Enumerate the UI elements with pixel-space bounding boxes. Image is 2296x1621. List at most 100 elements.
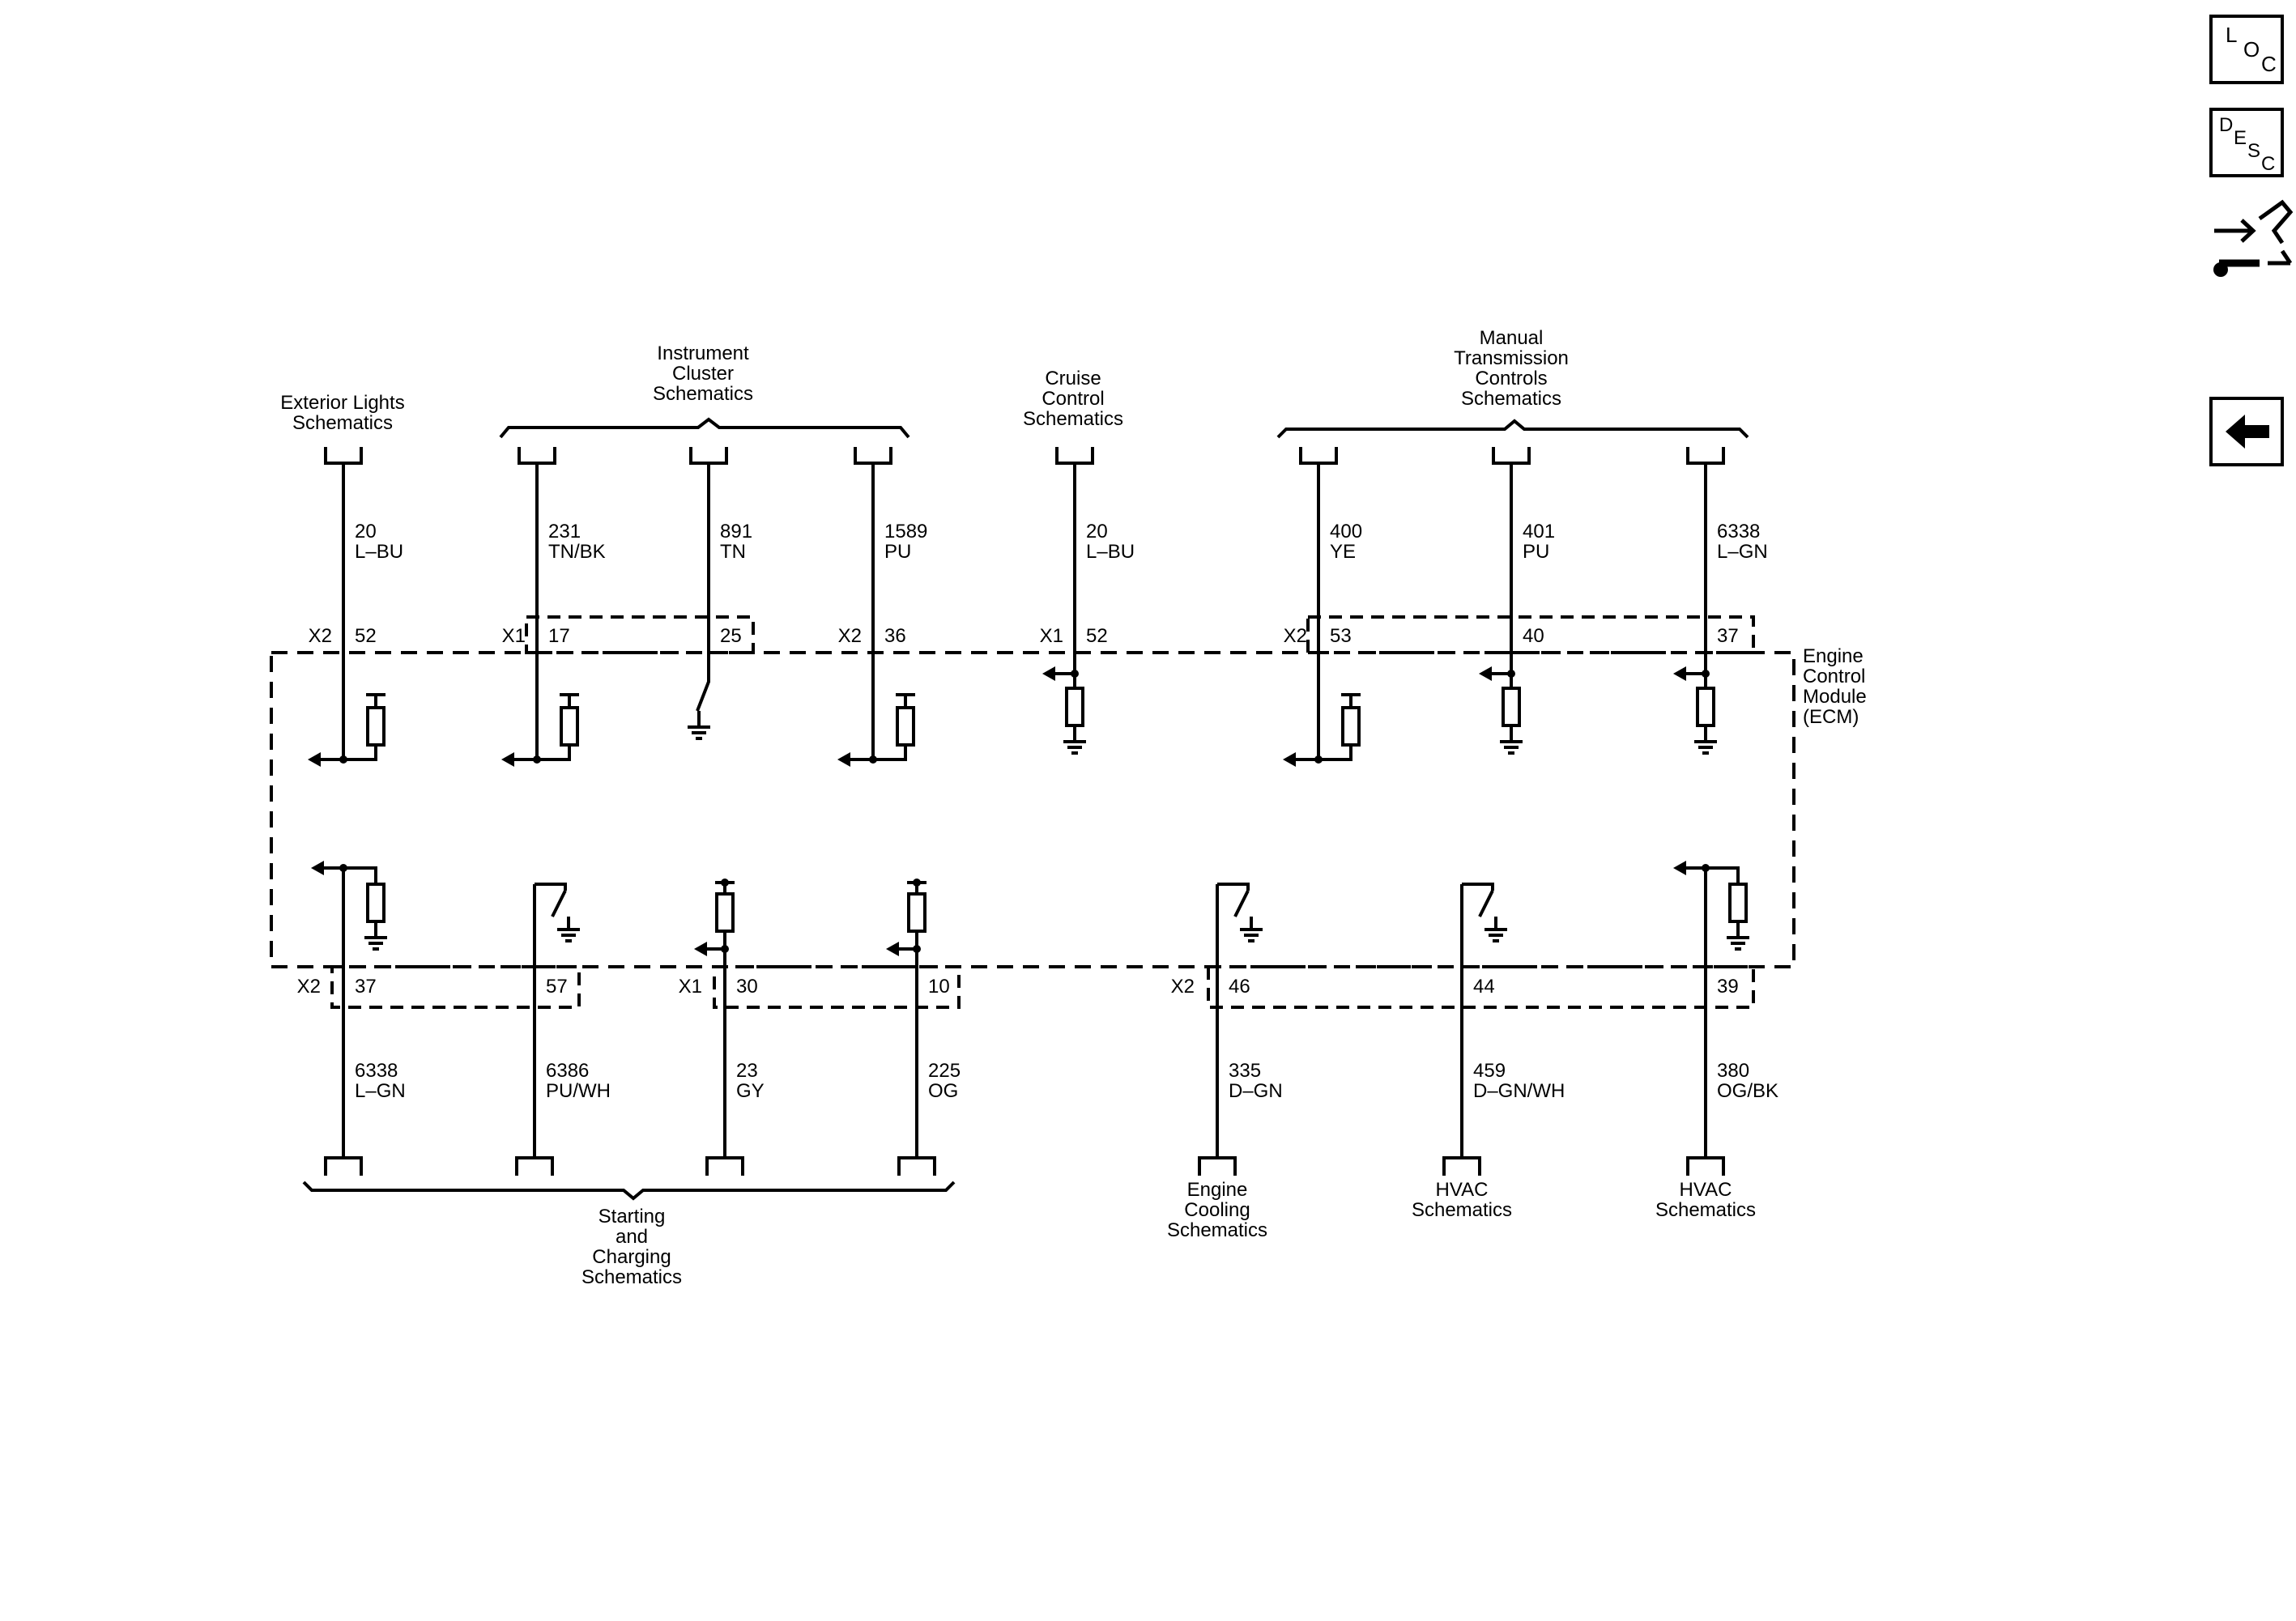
group-title: Control xyxy=(1042,388,1104,410)
circuit-number: 6338 xyxy=(1717,521,1760,542)
group-title: Cluster xyxy=(672,363,734,385)
resistor-icon xyxy=(907,892,926,933)
circuit-number: 231 xyxy=(548,521,581,542)
connector-id: X2 xyxy=(309,625,332,647)
wire-color: OG xyxy=(928,1080,958,1102)
pin-number: 17 xyxy=(548,625,570,647)
circuit-number: 23 xyxy=(736,1060,758,1082)
resistor-icon xyxy=(1065,687,1084,727)
connector-id: X1 xyxy=(679,976,702,998)
pin-number: 30 xyxy=(736,976,758,998)
ground-icon xyxy=(1240,928,1263,942)
group-title: Cooling xyxy=(1184,1199,1250,1221)
group-title: Schematics xyxy=(1655,1199,1756,1221)
circuit-number: 400 xyxy=(1330,521,1362,542)
wire-color: D–GN xyxy=(1229,1080,1283,1102)
wire-color: L–BU xyxy=(355,541,403,563)
connector-id: X2 xyxy=(1171,976,1195,998)
signal-arrow-icon xyxy=(308,752,321,767)
pin-number: 36 xyxy=(884,625,906,647)
signal-arrow-icon xyxy=(1673,861,1686,875)
wire-color: PU/WH xyxy=(546,1080,611,1102)
pin-number: 37 xyxy=(355,976,377,998)
circuit-number: 6386 xyxy=(546,1060,589,1082)
signal-arrow-icon xyxy=(886,942,899,956)
wire xyxy=(505,463,539,761)
junction-dot xyxy=(1507,670,1515,678)
group-title: and xyxy=(616,1226,648,1248)
pin-number: 46 xyxy=(1229,976,1250,998)
ground-icon xyxy=(557,928,580,942)
harness-connector-icon xyxy=(1198,1156,1237,1176)
loc-button[interactable]: L O C xyxy=(2209,15,2284,84)
circuit-number: 401 xyxy=(1523,521,1555,542)
pin-number: 53 xyxy=(1330,625,1352,647)
harness-connector-icon xyxy=(897,1156,936,1176)
group-title: Exterior Lights xyxy=(280,392,404,414)
connector-outline-x2-top xyxy=(1306,615,1755,654)
resistor-icon xyxy=(715,892,735,933)
wire-color: D–GN/WH xyxy=(1473,1080,1565,1102)
connector-outline-x2-bottom-left xyxy=(330,965,581,1009)
signal-arrow-icon xyxy=(1283,752,1296,767)
back-button[interactable] xyxy=(2209,397,2284,466)
junction-dot xyxy=(1071,670,1079,678)
wire-color: TN/BK xyxy=(548,541,606,563)
group-title: Schematics xyxy=(1461,388,1561,410)
wire xyxy=(1676,866,1707,1158)
switch-icon xyxy=(1217,883,1250,917)
pin-number: 25 xyxy=(720,625,742,647)
brace-instrument-cluster xyxy=(499,417,910,439)
signal-arrow-icon xyxy=(1479,666,1492,681)
resistor-icon xyxy=(1696,687,1715,727)
pin-number: 37 xyxy=(1717,625,1739,647)
group-title: Schematics xyxy=(581,1266,682,1288)
harness-connector-icon xyxy=(324,1156,363,1176)
desc-button[interactable]: D E S C xyxy=(2209,108,2284,177)
pin-number: 44 xyxy=(1473,976,1495,998)
harness-connector-icon xyxy=(1686,447,1725,465)
connector-wrench-icon[interactable] xyxy=(2213,199,2294,277)
ground-icon xyxy=(1485,928,1507,942)
group-title: Instrument xyxy=(657,342,749,364)
ground-icon xyxy=(1063,740,1086,755)
wire-color: YE xyxy=(1330,541,1356,563)
junction-dot xyxy=(721,879,729,887)
circuit-number: 1589 xyxy=(884,521,927,542)
pin-number: 10 xyxy=(928,976,950,998)
harness-connector-icon xyxy=(1055,447,1094,465)
circuit-number: 6338 xyxy=(355,1060,398,1082)
group-title: Schematics xyxy=(292,412,393,434)
signal-arrow-icon xyxy=(311,861,324,875)
loc-letter: L xyxy=(2226,23,2237,47)
group-title: HVAC xyxy=(1680,1179,1732,1201)
connector-id: X1 xyxy=(502,625,526,647)
wire xyxy=(889,947,918,1158)
resistor-icon xyxy=(560,706,579,747)
resistor-icon xyxy=(366,706,386,747)
circuit-number: 20 xyxy=(1086,521,1108,542)
group-title: Cruise xyxy=(1045,368,1101,389)
wire-color: L–GN xyxy=(355,1080,406,1102)
harness-connector-icon xyxy=(689,447,728,465)
group-title: Starting xyxy=(598,1206,666,1227)
connector-id: X1 xyxy=(1040,625,1063,647)
group-title: Schematics xyxy=(1412,1199,1512,1221)
ecm-boundary xyxy=(270,651,1795,968)
pin-number: 52 xyxy=(1086,625,1108,647)
resistor-icon xyxy=(366,883,386,923)
wire xyxy=(314,866,345,1158)
pin-number: 57 xyxy=(546,976,568,998)
resistor-icon xyxy=(1728,883,1748,923)
desc-letter: C xyxy=(2261,153,2275,175)
group-title: Schematics xyxy=(1023,408,1123,430)
connector-id: X2 xyxy=(297,976,321,998)
group-title: HVAC xyxy=(1436,1179,1489,1201)
harness-connector-icon xyxy=(324,447,363,465)
wire-color: GY xyxy=(736,1080,765,1102)
harness-connector-icon xyxy=(1442,1156,1481,1176)
wire-color: TN xyxy=(720,541,746,563)
pin-number: 39 xyxy=(1717,976,1739,998)
ground-icon xyxy=(364,936,387,951)
